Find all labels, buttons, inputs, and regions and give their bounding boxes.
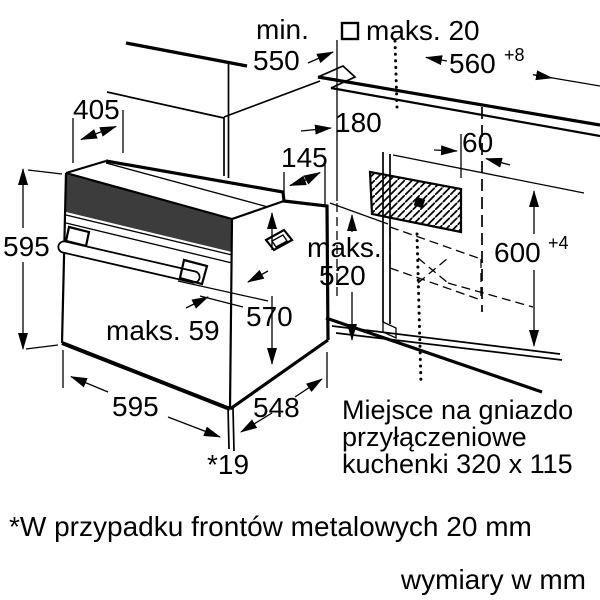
dim-548-arrow-left [240,412,273,433]
dim-600-value: 600 [494,237,541,268]
door-bottom-edge [61,341,231,411]
dim-405-arrow-left [80,129,99,141]
dim-maks-520: maks. 520 [307,214,382,341]
dim-570: 570 [246,212,293,365]
dim-405-value: 405 [73,94,120,125]
socket-dashed-outline [389,226,534,308]
dim-60: 60 [433,127,511,178]
oven-rear-edge [105,159,330,341]
shelf-front-edge [325,316,543,394]
min-550-arrow [307,51,334,64]
dim-595-width: 595 [62,350,221,438]
dim-maks-20: maks. 20 [340,15,480,46]
dim-145-value: 145 [281,142,328,173]
shelf-top-edges [331,325,563,361]
socket-note-line3: kuchenki 320 x 115 [342,449,573,479]
dim-560-value: 560 [449,48,496,79]
socket-note-line2: przyłączeniowe [342,422,527,452]
dim-595w-arrow-left [70,375,109,393]
dim-60-arrow-right [485,157,511,168]
niche-ceiling-rear-edge [392,154,585,194]
dim-570-value: 570 [246,301,293,332]
oven-drawing [57,159,330,411]
handle-right-cap [178,258,209,286]
dim-145-ticks [283,161,326,206]
worktop-bottom-edge [330,86,600,138]
dim-560: 560 +8 [425,45,600,87]
side-mount-bracket-hole [271,234,288,248]
dim-min-550: min. 550 [253,14,334,76]
niche-ceiling-front-edge [329,202,389,225]
dim-560-tolerance: +8 [504,45,525,65]
dim-600: 600 +4 [494,190,569,347]
dim-595-height: 595 [3,168,63,350]
socket-note: Miejsce na gniazdo przyłączeniowe kuchen… [342,395,573,479]
socket-note-line1: Miejsce na gniazdo [342,395,573,425]
dim-595w-value: 595 [112,391,159,422]
wall-rear-edge [125,41,248,68]
door-gap-lines [65,214,233,264]
dim-180-value: 180 [335,107,382,138]
control-panel-band [66,173,232,252]
square-symbol-icon [340,21,360,41]
dim-600-tolerance: +4 [548,233,569,253]
dim-19-value: *19 [207,449,249,480]
footnote: *W przypadku frontów metalowych 20 mm [9,511,532,542]
socket-area [368,39,534,386]
dim-59-arrow-upper [247,269,269,283]
worktop-end-cap [317,64,357,89]
dim-520-value: 520 [319,260,366,291]
dim-19: *19 [207,405,249,480]
min-value: 550 [253,45,300,76]
side-mount-bracket [264,228,294,252]
socket-center-dot-icon [413,196,426,209]
dim-60-value: 60 [462,127,493,158]
dim-560-arrow-left [425,55,448,66]
dim-405-arrow-right [97,125,117,137]
dim-59-arrow-lower [185,296,209,309]
worktop-and-wall [106,41,600,178]
dim-19-ticks [227,405,235,452]
dim-145-arrow-right [303,171,321,185]
dim-560-arrow-right [532,70,553,81]
centerline-dotted-bottom [415,232,423,386]
side-bottom-edge [229,338,329,411]
dim-595w-arrow-right [167,416,221,438]
maks-20-label: maks. 20 [366,15,480,46]
top-frame-line [105,162,269,208]
units-note: wymiary w mm [400,564,586,595]
dim-145-arrow-left [289,175,307,187]
cabinet-niche [325,152,585,394]
dim-maks-59: maks. 59 [106,269,269,346]
dim-520-label: maks. [307,232,382,263]
dim-145: 145 [281,142,328,206]
dim-180: 180 [300,40,382,296]
dim-180-arrow [300,124,332,135]
dim-59-label: maks. 59 [106,315,220,346]
handle-bar [59,242,199,282]
right-wall-foot [382,320,397,340]
min-label: min. [256,14,309,45]
left-wall-panel [223,64,321,178]
dim-548-value: 548 [253,392,300,423]
oven-edges [60,159,285,410]
dim-595h-value: 595 [3,231,50,262]
dim-60-arrow-left [433,145,458,156]
dim-595h-ticks [25,169,63,350]
dim-405-ticks [72,110,124,163]
worktop-top-edge [317,75,600,127]
dim-405: 405 [72,94,124,163]
dim-548: 548 [240,352,328,433]
counter-front-edge [106,91,225,119]
dim-548-arrow-right [294,378,323,398]
centerline-dotted-top [393,39,399,109]
